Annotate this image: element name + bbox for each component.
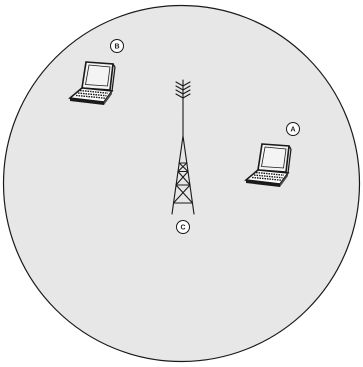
node-badge-a: A <box>287 123 300 136</box>
node-badge-b: B <box>111 40 124 53</box>
node-label-b: B <box>114 44 119 51</box>
node-badge-c: C <box>177 221 190 234</box>
coverage-area <box>4 6 360 362</box>
node-label-c: C <box>180 225 185 232</box>
node-label-a: A <box>290 127 295 134</box>
